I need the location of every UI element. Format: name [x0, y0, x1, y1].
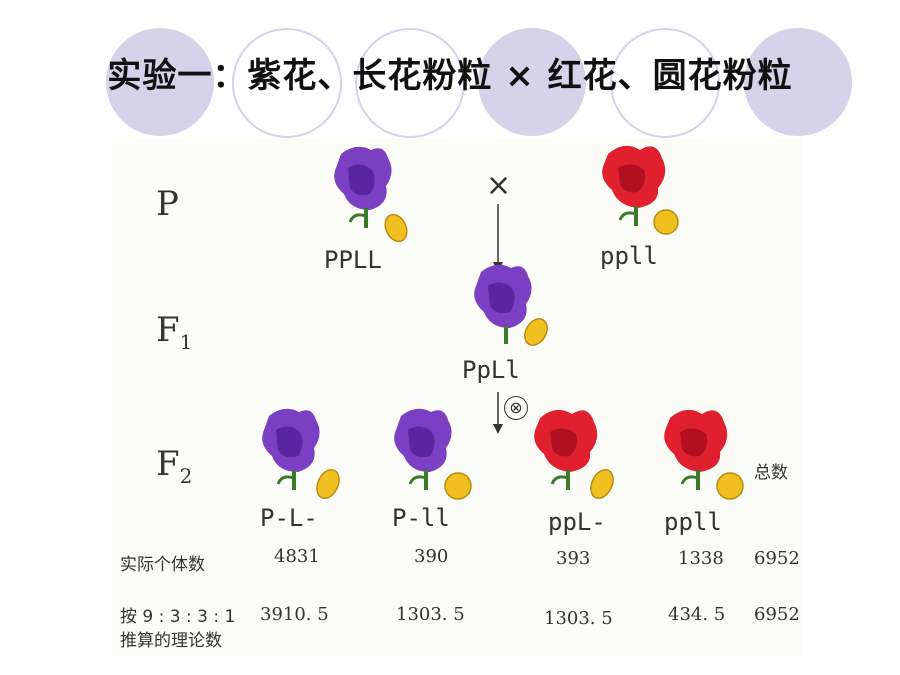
theory-label-line2: 推算的理论数: [120, 631, 222, 651]
theory-value-total: 6952: [754, 604, 800, 625]
actual-value-3: 393: [556, 548, 591, 569]
genotype-parent-red: ppll: [600, 242, 658, 270]
decor-circle-2: [232, 28, 342, 138]
genotype-f2-2: P-ll: [392, 504, 450, 532]
actual-count-label: 实际个体数: [120, 555, 205, 575]
actual-value-total: 6952: [754, 548, 800, 569]
genotype-f2-1: P-L-: [260, 504, 318, 532]
decor-circle-5: [610, 28, 720, 138]
theory-value-4: 434. 5: [668, 604, 726, 625]
slide-title: 实验一：紫花、长花粉粒 × 红花、圆花粉粒: [107, 56, 793, 96]
purple-flower-icon: [394, 408, 472, 500]
purple-flower-icon: [262, 408, 340, 499]
genotype-parent-purple: PPLL: [324, 246, 382, 274]
genotype-f1: PpLl: [462, 356, 520, 384]
red-flower-icon: [664, 409, 744, 500]
theory-value-2: 1303. 5: [396, 604, 465, 625]
diagram-panel: P F1 F2 PPLL × ppll PpLl ⊗: [112, 138, 802, 656]
decor-circle-4: [478, 28, 586, 136]
gen-label-f2: F2: [156, 444, 193, 488]
cross-symbol: ×: [486, 168, 512, 203]
red-flower-icon: [602, 145, 679, 235]
decor-circle-1: [106, 28, 214, 136]
actual-value-4: 1338: [678, 548, 724, 569]
actual-value-1: 4831: [274, 546, 320, 567]
genotype-f2-3: ppL-: [548, 508, 606, 536]
actual-value-2: 390: [414, 546, 449, 567]
gen-label-p: P: [156, 184, 179, 224]
decor-circle-3: [355, 28, 465, 138]
red-flower-icon: [534, 409, 614, 499]
gen-label-f1: F1: [156, 310, 193, 354]
decor-circle-6: [744, 28, 852, 136]
theory-value-3: 1303. 5: [544, 608, 613, 629]
purple-flower-icon: [334, 146, 408, 243]
theory-label-line1: 按 9 : 3 : 3 : 1: [120, 607, 236, 627]
genotype-f2-4: ppll: [664, 508, 722, 536]
total-header: 总数: [754, 463, 788, 483]
theory-value-1: 3910. 5: [260, 604, 329, 625]
purple-flower-icon: [474, 264, 548, 346]
selfing-arrow-icon: [493, 392, 503, 434]
selfing-symbol: ⊗: [504, 396, 528, 420]
